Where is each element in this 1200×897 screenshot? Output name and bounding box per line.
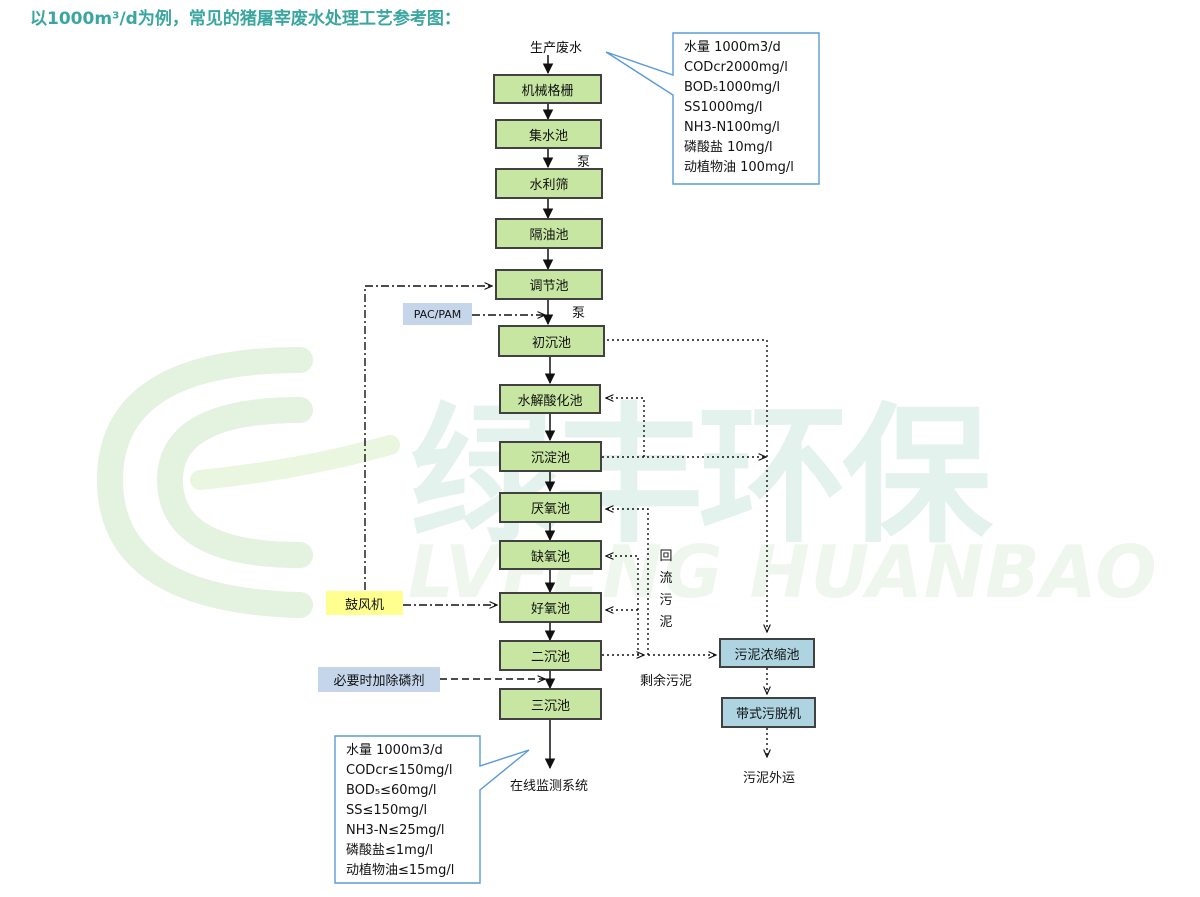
blower: 鼓风机: [326, 591, 403, 615]
inlet-quality-line: SS1000mg/l: [684, 100, 763, 115]
outlet-quality-callout: 水量 1000m3/d CODcr≤150mg/l BOD₅≤60mg/l SS…: [346, 741, 454, 881]
unit-collection-tank: 集水池: [495, 119, 602, 149]
source-label: 生产废水: [530, 41, 583, 56]
inlet-quality-line: NH3-N100mg/l: [684, 120, 780, 135]
unit-tertiary-clarifier: 三沉池: [499, 688, 602, 720]
pump-label: 泵: [572, 306, 586, 321]
sludge-transport-label: 污泥外运: [743, 771, 796, 786]
inlet-quality-callout: 水量 1000m3/d CODcr2000mg/l BOD₅1000mg/l S…: [684, 38, 794, 178]
sludge-thickener: 污泥浓缩池: [719, 638, 815, 668]
pump-label: 泵: [577, 155, 591, 170]
belt-dewatering-machine: 带式污脱机: [721, 697, 816, 728]
unit-equalization-tank: 调节池: [495, 269, 603, 300]
unit-hydrolysis-acidification: 水解酸化池: [499, 384, 601, 414]
unit-grease-trap: 隔油池: [495, 218, 603, 249]
outlet-quality-line: NH3-N≤25mg/l: [346, 823, 445, 838]
unit-sedimentation-tank: 沉淀池: [499, 441, 602, 472]
phosphorus-removal-agent: 必要时加除磷剂: [318, 667, 440, 692]
online-monitoring-label: 在线监测系统: [510, 779, 589, 794]
inlet-quality-line: 水量 1000m3/d: [684, 40, 781, 55]
unit-anoxic-tank: 缺氧池: [499, 540, 602, 570]
inlet-quality-line: 动植物油 100mg/l: [684, 160, 794, 175]
unit-mechanical-screen: 机械格栅: [493, 74, 602, 104]
unit-primary-clarifier: 初沉池: [498, 325, 605, 357]
outlet-quality-line: 动植物油≤15mg/l: [346, 863, 455, 878]
excess-sludge-label: 剩余污泥: [640, 674, 693, 689]
inlet-quality-line: 磷酸盐 10mg/l: [684, 140, 773, 155]
unit-hydro-sieve: 水利筛: [495, 168, 603, 199]
outlet-quality-line: CODcr≤150mg/l: [346, 763, 453, 778]
outlet-quality-line: 磷酸盐≤1mg/l: [346, 843, 434, 858]
page-title: 以1000m³/d为例，常见的猪屠宰废水处理工艺参考图：: [30, 9, 461, 29]
watermark-cn: 绿丰环保: [410, 390, 992, 564]
pac-pam-dosing: PAC/PAM: [403, 303, 472, 325]
outlet-quality-line: BOD₅≤60mg/l: [346, 783, 437, 798]
unit-anaerobic-tank: 厌氧池: [499, 492, 602, 523]
return-sludge-label: 回 流 污 泥: [659, 549, 673, 630]
inlet-quality-line: BOD₅1000mg/l: [684, 80, 781, 95]
outlet-quality-line: 水量 1000m3/d: [346, 743, 443, 758]
inlet-quality-line: CODcr2000mg/l: [684, 60, 788, 75]
unit-aerobic-tank: 好氧池: [499, 592, 602, 623]
unit-secondary-clarifier: 二沉池: [499, 640, 602, 671]
outlet-quality-line: SS≤150mg/l: [346, 803, 428, 818]
